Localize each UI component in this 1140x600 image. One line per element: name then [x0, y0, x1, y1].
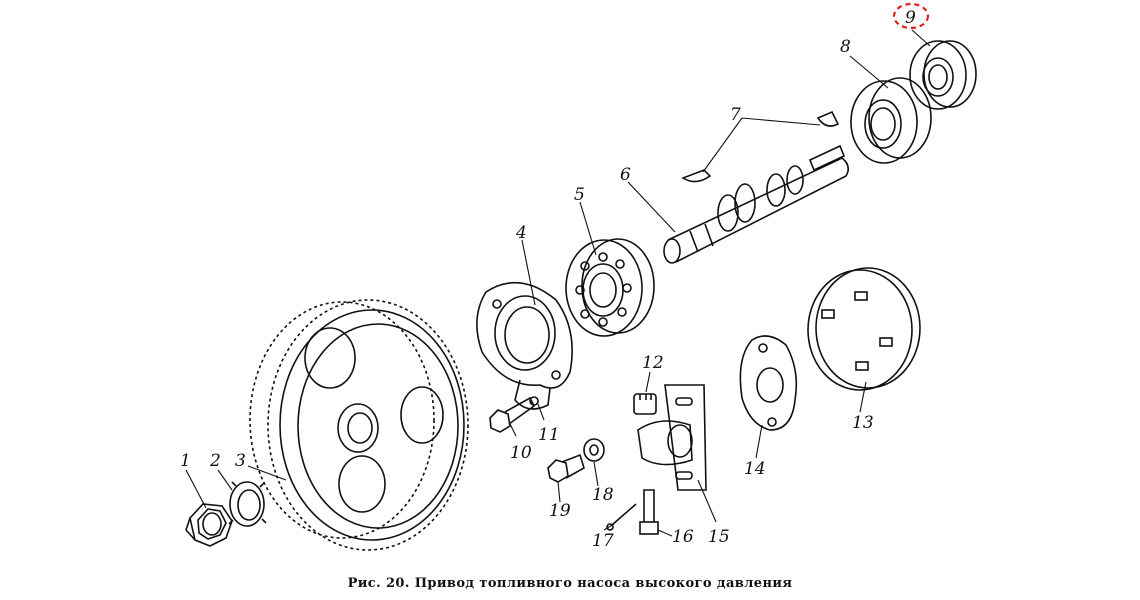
part-5-ball-bearing: [565, 238, 655, 337]
label-16: 16: [672, 527, 694, 547]
label-7: 7: [730, 105, 741, 125]
part-7-keys: [681, 110, 840, 183]
label-3: 3: [235, 451, 246, 471]
highlight-marker: [892, 2, 930, 30]
leader-lines: [185, 29, 931, 537]
part-3-gear: [249, 299, 469, 551]
label-19: 19: [549, 501, 571, 521]
part-4-flange: [476, 281, 573, 410]
part-2-lock-washer: [228, 481, 267, 527]
part-8-bearing: [850, 77, 932, 164]
label-13: 13: [852, 413, 874, 433]
label-14: 14: [744, 459, 766, 479]
label-12: 12: [642, 353, 664, 373]
label-6: 6: [620, 165, 631, 185]
label-10: 10: [510, 443, 532, 463]
part-12-castle-nut: [633, 393, 657, 415]
label-9: 9: [905, 8, 916, 28]
label-4: 4: [515, 223, 527, 243]
part-number-labels: 1 2 3 4 5 6 7 8 9 10 11 12 13 14 15 16 1…: [180, 8, 916, 551]
part-18-washer: [583, 438, 605, 462]
part-15-bracket: [637, 384, 707, 491]
part-16-bolt: [639, 489, 659, 535]
label-2: 2: [209, 451, 221, 471]
part-14-plate: [739, 335, 798, 431]
label-18: 18: [592, 485, 614, 505]
figure-caption: Рис. 20. Привод топливного насоса высоко…: [347, 576, 793, 591]
label-15: 15: [708, 527, 730, 547]
part-10-bolt: [489, 396, 536, 433]
part-19-bolt: [547, 453, 585, 483]
label-17: 17: [592, 531, 614, 551]
part-1-nut: [185, 503, 233, 547]
label-8: 8: [840, 37, 851, 57]
label-5: 5: [574, 185, 585, 205]
label-11: 11: [538, 425, 560, 445]
part-13-disc: [807, 267, 921, 391]
part-6-shaft: [663, 144, 850, 264]
label-1: 1: [180, 451, 191, 471]
part-9-bearing: [909, 40, 977, 110]
